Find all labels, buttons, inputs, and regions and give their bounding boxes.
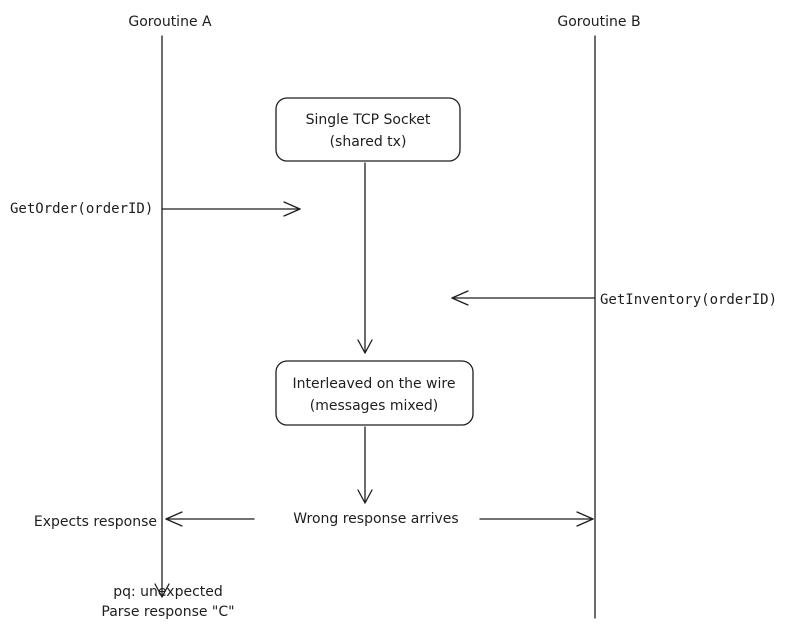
- response-to-a-arrow: [165, 511, 255, 527]
- interleaved-label-line2: (messages mixed): [310, 398, 438, 414]
- goroutine-a-title: Goroutine A: [128, 14, 212, 30]
- get-order-arrow: [161, 201, 301, 217]
- get-inventory-arrow: [451, 290, 596, 306]
- tcp-socket-box: Single TCP Socket (shared tx): [275, 97, 461, 162]
- interleaved-to-response-arrow: [357, 426, 373, 504]
- tcp-socket-label-line1: Single TCP Socket: [306, 112, 431, 128]
- get-order-call-label: GetOrder(orderID): [10, 201, 153, 217]
- expects-response-label: Expects response: [34, 514, 157, 530]
- socket-to-interleaved-arrow: [357, 162, 373, 354]
- error-line1: pq: unexpected: [113, 584, 223, 600]
- goroutine-b-title: Goroutine B: [557, 14, 640, 30]
- error-line2: Parse response "C": [101, 604, 234, 620]
- response-to-b-arrow: [479, 511, 594, 527]
- interleaved-box: Interleaved on the wire (messages mixed): [275, 360, 474, 426]
- interleaved-label-line1: Interleaved on the wire: [293, 376, 456, 392]
- tcp-socket-label-line2: (shared tx): [330, 134, 407, 150]
- wrong-response-label: Wrong response arrives: [293, 511, 458, 527]
- goroutine-a-lifeline: [154, 35, 170, 598]
- get-inventory-call-label: GetInventory(orderID): [600, 292, 777, 308]
